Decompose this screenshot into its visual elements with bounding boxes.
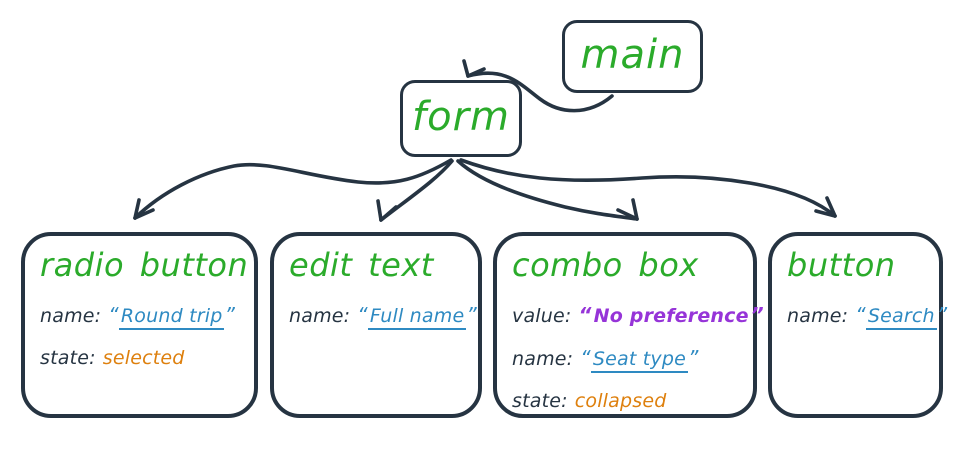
prop-value-text: Search xyxy=(865,305,937,330)
node-form-label: form xyxy=(412,93,510,140)
close-quote: ” xyxy=(466,303,477,327)
arrowhead-form-to-edit-text xyxy=(376,199,398,222)
prop-value-name: “Search” xyxy=(855,303,948,330)
property-row: name: “Seat type” xyxy=(512,345,738,373)
node-main-label: main xyxy=(580,31,685,78)
arrowhead-form-to-radio-button xyxy=(133,198,155,220)
prop-value-name: “Full name” xyxy=(357,303,477,330)
prop-key: name: xyxy=(289,305,351,327)
prop-value-value: “No preference” xyxy=(578,303,764,327)
arrow-form-to-edit-text xyxy=(379,159,454,222)
open-quote: “ xyxy=(357,303,368,327)
open-quote: “ xyxy=(580,346,591,370)
prop-value-name: “Seat type” xyxy=(580,346,699,373)
prop-value-state: selected xyxy=(102,347,185,369)
prop-value-text: Seat type xyxy=(590,348,688,373)
open-quote: “ xyxy=(855,303,866,327)
card-title: radio button xyxy=(40,246,249,284)
open-quote: “ xyxy=(578,303,592,327)
prop-key: state: xyxy=(512,390,568,412)
card-radio-button: radio button name: “Round trip” state: sel… xyxy=(21,232,258,418)
prop-key: value: xyxy=(512,305,572,327)
property-row: name: “Full name” xyxy=(289,302,477,330)
card-button: button name: “Search” xyxy=(768,232,947,418)
card-combo-box: combo box value:“No preference” name:“Se… xyxy=(493,232,764,418)
card-edit-text: edit text name: “Full name” xyxy=(270,232,482,418)
close-quote: ” xyxy=(224,303,236,327)
property-row: value: “No preference” xyxy=(512,302,764,329)
node-form: form xyxy=(400,80,522,157)
property-row: state: collapsed xyxy=(512,388,738,414)
prop-key: name: xyxy=(512,348,574,370)
arrowhead-main-to-form xyxy=(462,59,486,78)
prop-key: state: xyxy=(40,347,96,369)
arrow-form-to-radio-button xyxy=(133,158,453,220)
prop-value-name: “Round trip” xyxy=(108,303,236,330)
card-title: edit text xyxy=(289,246,434,284)
prop-value-text: Round trip xyxy=(118,305,225,330)
close-quote: ” xyxy=(750,303,764,327)
prop-key: name: xyxy=(787,305,849,327)
arrow-form-to-combo-box xyxy=(456,159,639,221)
prop-value-text: Full name xyxy=(367,305,467,330)
prop-value-text: No preference xyxy=(593,305,749,327)
open-quote: “ xyxy=(108,303,119,327)
property-row: state: selected xyxy=(40,345,239,371)
card-title: combo box xyxy=(512,246,699,284)
property-row: name: “Search” xyxy=(787,302,947,330)
close-quote: ” xyxy=(936,303,948,327)
property-row: name: “Round trip” xyxy=(40,302,239,330)
arrowhead-form-to-button xyxy=(814,196,837,218)
arrowhead-form-to-combo-box xyxy=(616,198,639,221)
prop-key: name: xyxy=(40,305,102,327)
prop-value-state: collapsed xyxy=(574,390,667,412)
arrow-form-to-button xyxy=(459,158,837,218)
node-main: main xyxy=(562,20,703,93)
card-title: button xyxy=(787,246,896,284)
close-quote: ” xyxy=(688,346,699,370)
